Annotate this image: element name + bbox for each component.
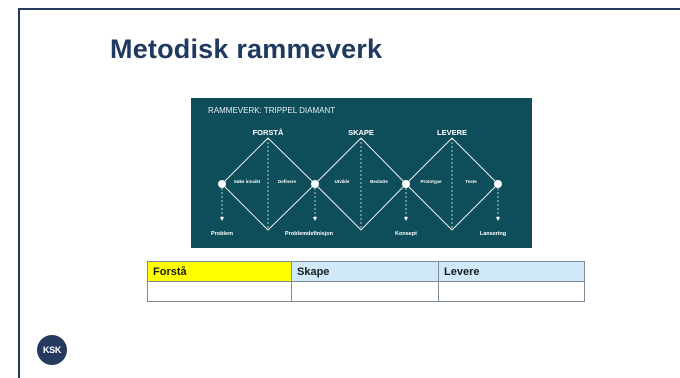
outcome-label: Problemdefinisjon	[285, 231, 333, 237]
node-4	[494, 180, 502, 188]
inner-label: Prototype	[420, 179, 442, 184]
table-header-skape: Skape	[291, 261, 439, 282]
outcome-label: Lansering	[479, 231, 507, 237]
triple-diamond-diagram: RAMMEVERK: TRIPPEL DIAMANT FORSTÅ SKAPE …	[191, 98, 532, 248]
inner-label: Beslutte	[370, 179, 388, 184]
diamond-lines	[218, 137, 502, 231]
logo-text: KSK	[42, 345, 62, 355]
slide-frame	[18, 8, 680, 378]
phase-label-forsta: FORSTÅ	[252, 128, 284, 137]
node-3	[402, 180, 410, 188]
inner-label: Utvikle	[334, 179, 350, 184]
inner-label: Teste	[465, 179, 477, 184]
outcome-label: Konsept	[395, 231, 417, 237]
inner-label: Definere	[277, 179, 297, 184]
diagram-title: RAMMEVERK: TRIPPEL DIAMANT	[208, 106, 336, 115]
diamond-2	[314, 137, 407, 231]
node-2	[311, 180, 319, 188]
phase-label-skape: SKAPE	[348, 128, 374, 137]
phase-label-levere: LEVERE	[436, 128, 468, 137]
table-row	[147, 281, 585, 302]
diamond-1	[221, 137, 316, 231]
node-1	[218, 180, 226, 188]
table-header-forsta: Forstå	[147, 261, 292, 282]
phase-table: Forstå Skape Levere	[147, 261, 585, 302]
inner-label: Søke innsikt	[233, 179, 261, 184]
table-cell[interactable]	[291, 281, 439, 302]
table-header-row: Forstå Skape Levere	[147, 261, 585, 282]
table-header-levere: Levere	[438, 261, 585, 282]
table-cell[interactable]	[438, 281, 585, 302]
table-cell[interactable]	[147, 281, 292, 302]
ksk-logo: KSK	[37, 335, 67, 365]
slide-title: Metodisk rammeverk	[110, 34, 383, 64]
outcome-label: Problem	[210, 231, 234, 237]
